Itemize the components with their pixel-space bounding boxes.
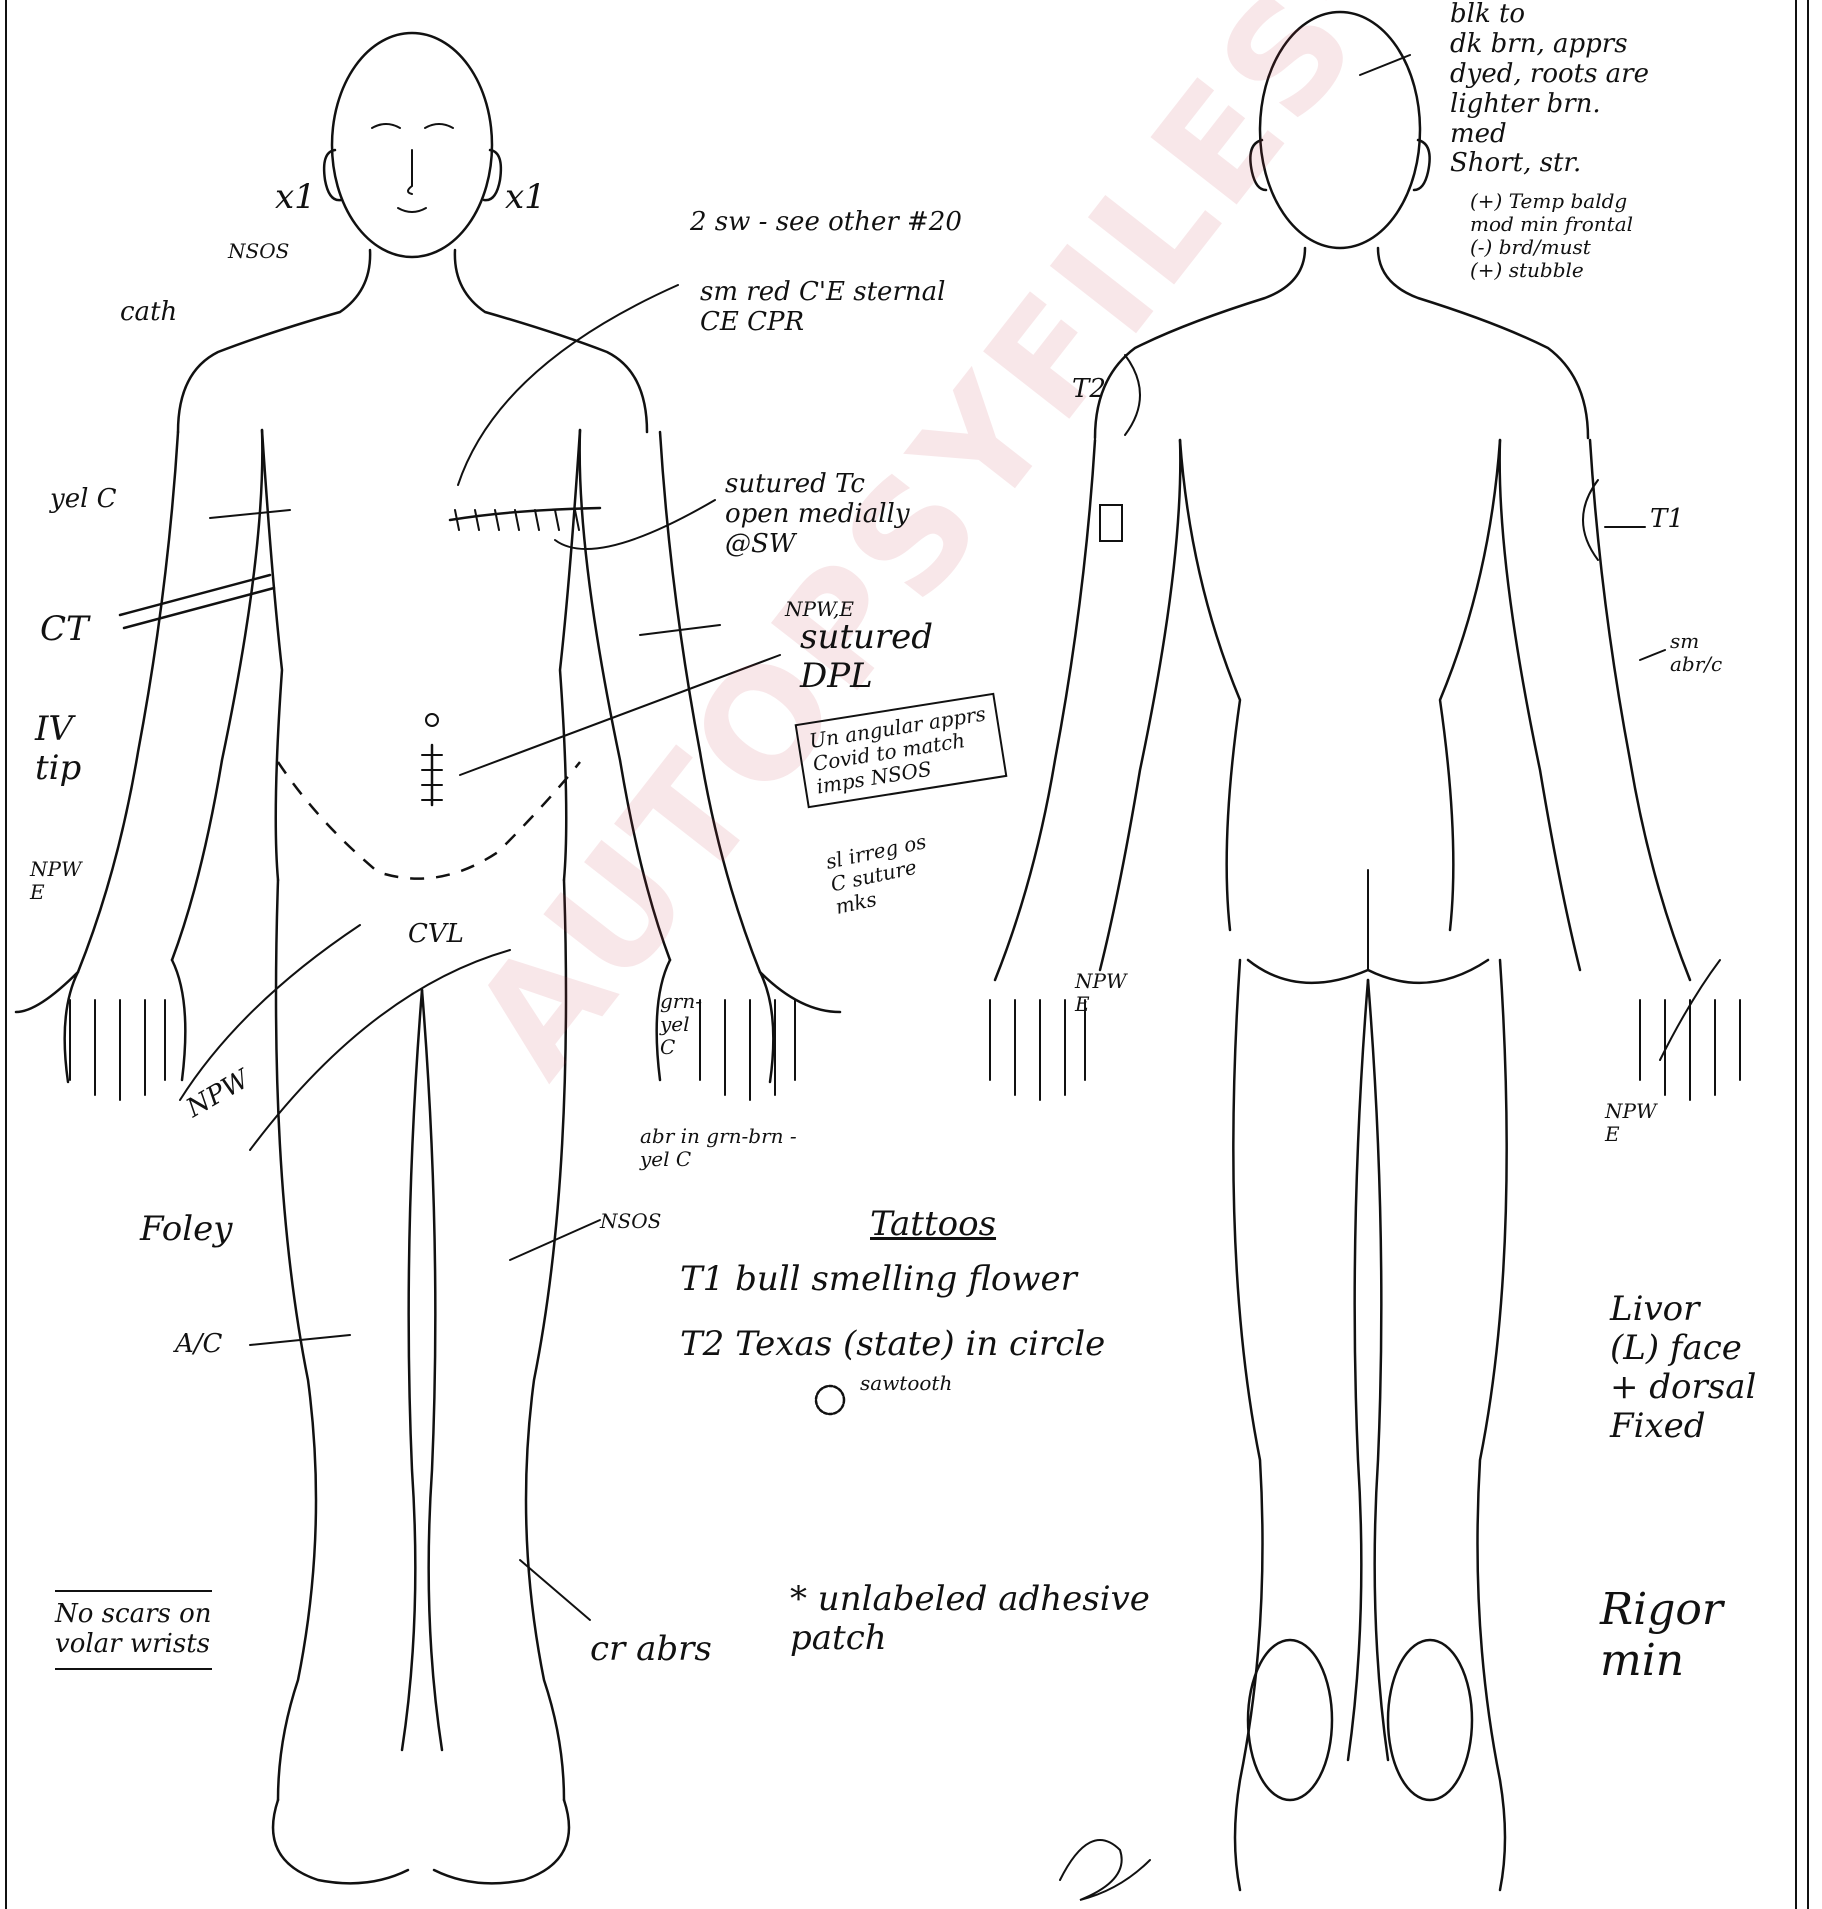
tattoo-1-description: T1 bull smelling flower [680, 1260, 1077, 1299]
chest-gsw-note: 2 sw - see other #20 [690, 208, 962, 238]
arm-contusion-label: yel C [50, 485, 117, 515]
ac-label: A/C [175, 1330, 222, 1360]
tattoos-heading: Tattoos [870, 1205, 996, 1244]
no-scars-note: No scars on volar wrists [55, 1590, 212, 1670]
baldness-description: (+) Temp baldg mod min frontal (-) brd/m… [1470, 190, 1633, 282]
ear-right-label: x1 [505, 178, 546, 217]
crush-abrasions-label: cr abrs [590, 1630, 712, 1669]
chest-tube-label: CT [40, 610, 89, 649]
tattoo-2-marker: T2 [1072, 375, 1106, 405]
hair-description: blk to dk brn, apprs dyed, roots are lig… [1450, 0, 1649, 179]
signature-scribble [1060, 1840, 1150, 1900]
sawtooth-label: sawtooth [860, 1372, 952, 1395]
iv-tip-label: IV tip [35, 710, 81, 788]
groin-contusion-label: grn- yel C [660, 990, 702, 1059]
adhesive-patch-note: * unlabeled adhesive patch [790, 1580, 1150, 1658]
cvl-label: CVL [408, 920, 464, 950]
foley-label: Foley [140, 1210, 232, 1249]
mouth-nsos-label: NSOS [228, 240, 289, 263]
thigh-nsos-label: NSOS [600, 1210, 661, 1233]
hand-npw-label: NPW E [30, 858, 82, 904]
small-abrasion-label: sm abr/c [1670, 630, 1722, 676]
chest-contusion-note: sm red C'E sternal CE CPR [700, 278, 945, 338]
lividity-note: Livor (L) face + dorsal Fixed [1610, 1290, 1756, 1446]
wrist-npw-label: NPW E [1075, 970, 1127, 1016]
cath-label: cath [120, 298, 177, 328]
sutured-tc-note: sutured Tc open medially @SW [725, 470, 910, 560]
tattoo-2-description: T2 Texas (state) in circle [680, 1325, 1105, 1364]
tattoo-1-marker: T1 [1650, 505, 1684, 535]
back-hand-npw-label: NPW E [1605, 1100, 1657, 1146]
ear-left-label: x1 [275, 178, 316, 217]
sutured-dpl-note: sutured DPL [800, 618, 933, 696]
rigor-note: Rigor min [1600, 1585, 1723, 1686]
abrasion-note: abr in grn-brn - yel C [640, 1125, 797, 1171]
